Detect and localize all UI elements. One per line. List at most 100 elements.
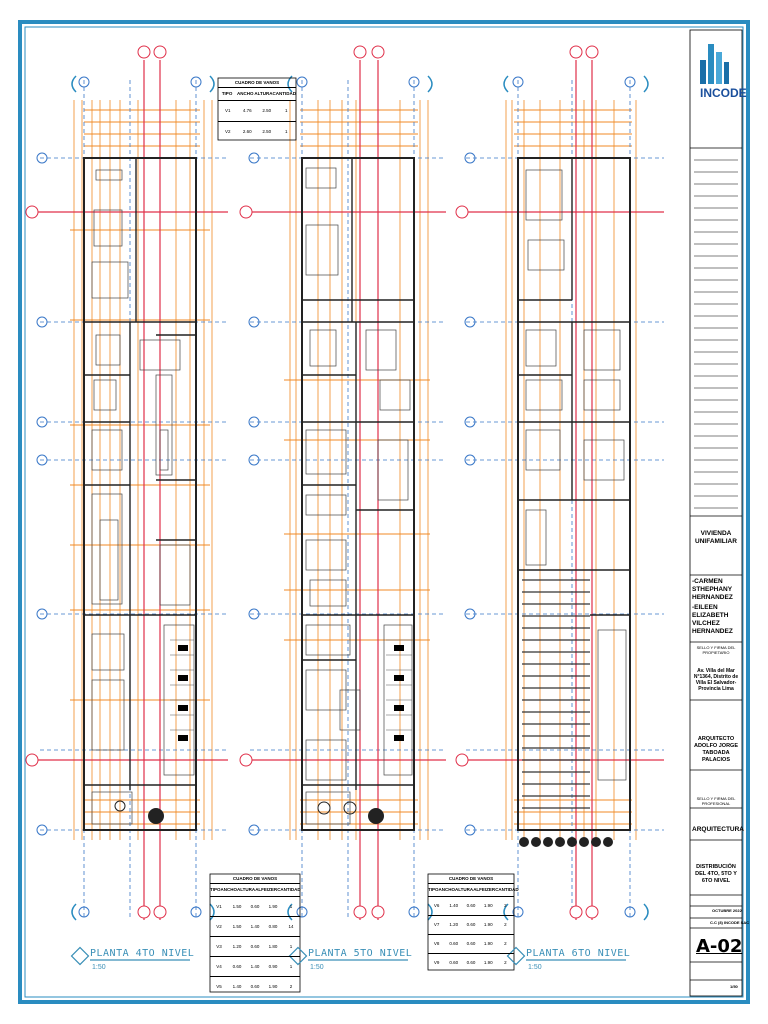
table-cell: 1.90: [483, 941, 493, 946]
drawn-by: C.C (8) INCODE SAC: [710, 920, 750, 925]
table-cell: V4: [216, 964, 222, 969]
table-header: ALTURA: [237, 887, 256, 892]
table-row: V2 2.60 2.50 1: [218, 122, 296, 142]
table-cell: 1: [289, 904, 293, 909]
table-cell: 1.40: [250, 924, 260, 929]
plan-scale-4to: 1:50: [92, 964, 106, 971]
incode-logo-icon: [700, 44, 729, 84]
table-title: CUADRO DE VANOS: [210, 874, 300, 884]
table-cell: 4.76: [242, 108, 252, 113]
plan-title-6to: PLANTA 6TO NIVEL: [526, 948, 631, 959]
table-cell: 1.90: [483, 903, 493, 908]
table-row: V7 1.20 0.60 1.90 2: [428, 916, 514, 935]
table-header: TIPO: [210, 887, 221, 892]
table-cell: V9: [433, 960, 440, 965]
table-cell: 1.80: [268, 944, 278, 949]
table-cell: 0.60: [449, 960, 459, 965]
table-cell: 2: [289, 984, 293, 989]
table-cell: 0.80: [268, 924, 278, 929]
table-header: ANCHO: [438, 887, 456, 892]
sheet-border: [18, 20, 750, 1004]
sheet-code: A-02: [696, 936, 743, 957]
table-cell: V3: [216, 944, 222, 949]
owners-sign-label: SELLO Y FIRMA DEL PROPIETARIO: [696, 645, 736, 655]
table-cell: 1: [289, 944, 293, 949]
client-label: VIVIENDA UNIFAMILIAR: [695, 530, 737, 545]
table-cell: V8: [433, 941, 440, 946]
table-cell: 0.60: [466, 922, 476, 927]
table-cell: 1.50: [232, 904, 242, 909]
table-cell: 1.20: [449, 922, 459, 927]
date: OCTUBRE 2022: [712, 908, 742, 913]
architect: ARQUITECTO ADOLFO JORGE TABOADA PALACIOS: [693, 736, 738, 763]
table-cell: 2.50: [262, 129, 272, 134]
plan-title-4to: PLANTA 4TO NIVEL: [90, 948, 195, 959]
plan-scale-6to: 1:50: [528, 964, 542, 971]
table-cell: 0.60: [232, 964, 242, 969]
table-cell: V6: [433, 903, 440, 908]
table-header: ALTURA: [254, 91, 273, 96]
table-row: V1 4.76 2.50 1: [218, 101, 296, 122]
title-block-frame: [689, 29, 743, 997]
table-header: ANCHO: [236, 91, 254, 96]
table-header: CANTIDAD: [272, 91, 297, 96]
owner-1: -CARMEN STHEPHANY HERNANDEZ: [692, 578, 733, 601]
table-title: CUADRO DE VANOS: [218, 78, 296, 88]
brand-name: INCODE: [700, 86, 747, 100]
table-cell: V7: [433, 922, 440, 927]
tables-frames: [209, 77, 515, 993]
table-cell: 0.60: [466, 903, 476, 908]
architect-sign-label: SELLO Y FIRMA DEL PROFESIONAL: [696, 796, 736, 806]
plan-6to-nivel: [455, 45, 664, 921]
plan-5to-nivel: [239, 45, 446, 921]
table-cell: 1.90: [483, 960, 493, 965]
table-cell: 0.60: [466, 960, 476, 965]
table-cell: 0.60: [449, 941, 459, 946]
table-cell: V5: [216, 984, 222, 989]
table-row: V4 0.60 1.40 0.90 1: [210, 957, 300, 977]
plan-title-5to: PLANTA 5TO NIVEL: [308, 948, 413, 959]
table-cell: 1.90: [268, 984, 278, 989]
table-cell: 1.50: [232, 924, 242, 929]
table-header: ALFEIZER: [255, 887, 278, 892]
plan-scale-5to: 1:50: [310, 964, 324, 971]
table-cell: 1.20: [232, 944, 242, 949]
table-header: CANTIDAD: [277, 887, 301, 892]
table-header: ANCHO: [220, 887, 238, 892]
table-cell: 2.60: [242, 129, 252, 134]
table-cell: V2: [216, 924, 222, 929]
drawing-title: DISTRIBUCIÓN DEL 4TO, 5TO Y 6TO NIVEL: [695, 864, 737, 884]
table-cell: 1.90: [483, 922, 493, 927]
table-cell: 1: [284, 129, 288, 134]
table-header: ALFEIZER: [473, 887, 496, 892]
door-table-1: CUADRO DE VANOS TIPO ANCHO ALTURA CANTID…: [218, 78, 296, 142]
table-cell: 0.60: [250, 904, 260, 909]
table-title: CUADRO DE VANOS: [428, 874, 514, 884]
owner-2: -EILEEN ELIZABETH VILCHEZ HERNANDEZ: [692, 604, 733, 635]
table-cell: 1: [284, 108, 288, 113]
table-cell: 2: [504, 903, 507, 908]
table-cell: 2: [504, 922, 507, 927]
table-cell: V2: [224, 129, 231, 134]
table-header: TIPO: [221, 91, 233, 96]
table-cell: 1.40: [250, 964, 260, 969]
table-cell: V1: [224, 108, 231, 113]
table-header: TIPO: [428, 887, 439, 892]
table-cell: 0.90: [268, 964, 278, 969]
table-header: ALTURA: [455, 887, 474, 892]
table-header: CANTIDAD: [495, 887, 519, 892]
table-cell: 1: [289, 964, 293, 969]
table-cell: 1.40: [232, 984, 242, 989]
scale: 1/50: [730, 984, 738, 989]
table-cell: 0.60: [466, 941, 476, 946]
table-cell: 2.50: [262, 108, 272, 113]
